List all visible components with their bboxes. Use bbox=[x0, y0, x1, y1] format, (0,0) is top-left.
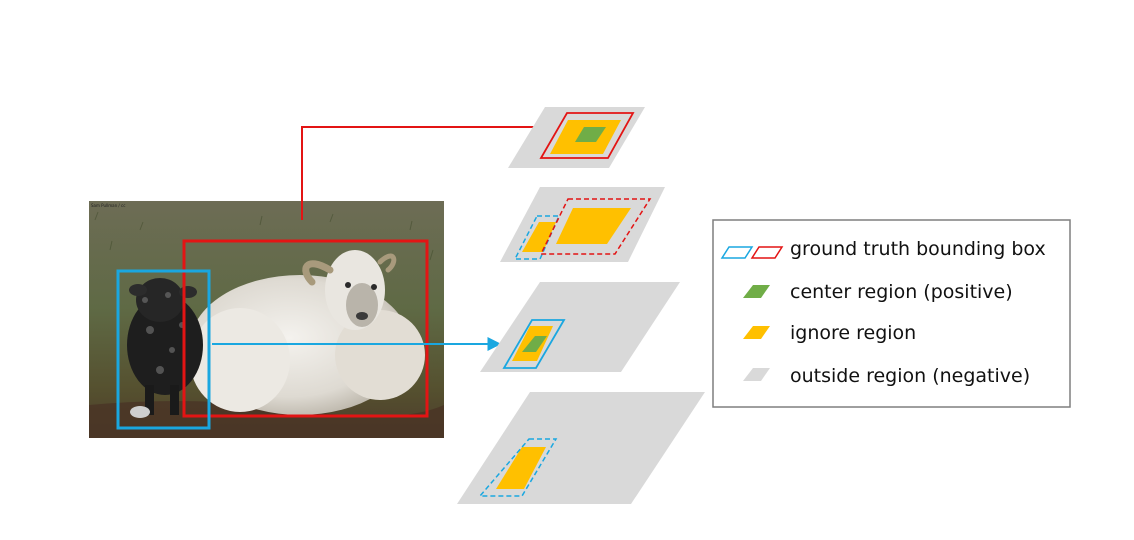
legend-label-ignore: ignore region bbox=[790, 322, 916, 344]
blue-box-outline bbox=[502, 319, 566, 369]
red-box-outline bbox=[539, 112, 635, 159]
blue-bbox-swatch-icon bbox=[720, 246, 754, 259]
legend-frame bbox=[712, 219, 1071, 408]
center-region bbox=[522, 336, 547, 352]
red-bbox-swatch-icon bbox=[750, 246, 784, 259]
legend: ground truth bounding box center region … bbox=[712, 219, 1071, 408]
photo-credit: Sam Pullman / cc bbox=[91, 203, 125, 208]
legend-label-ground-truth: ground truth bounding box bbox=[790, 238, 1046, 260]
outside-region-swatch-icon bbox=[743, 368, 770, 381]
feature-level-2 bbox=[500, 187, 665, 262]
feature-level-4 bbox=[457, 392, 705, 504]
sheep-photo: Sam Pullman / cc bbox=[89, 201, 444, 438]
feature-level-3 bbox=[480, 282, 680, 372]
ignore-region-blue bbox=[522, 222, 556, 252]
center-region bbox=[575, 127, 606, 142]
ignore-region bbox=[496, 447, 546, 489]
ignore-region-red bbox=[556, 208, 631, 244]
legend-label-center: center region (positive) bbox=[790, 281, 1013, 303]
outside-region bbox=[457, 392, 705, 504]
legend-label-outside: outside region (negative) bbox=[790, 365, 1030, 387]
red-ground-truth-box bbox=[182, 239, 429, 418]
center-region-swatch-icon bbox=[743, 285, 770, 298]
feature-level-1 bbox=[508, 107, 645, 168]
red-box-dashed bbox=[539, 198, 652, 255]
ignore-region-swatch-icon bbox=[743, 326, 770, 339]
blue-box-dashed bbox=[478, 438, 558, 497]
blue-ground-truth-box bbox=[116, 269, 211, 430]
red-arrow bbox=[301, 120, 555, 220]
